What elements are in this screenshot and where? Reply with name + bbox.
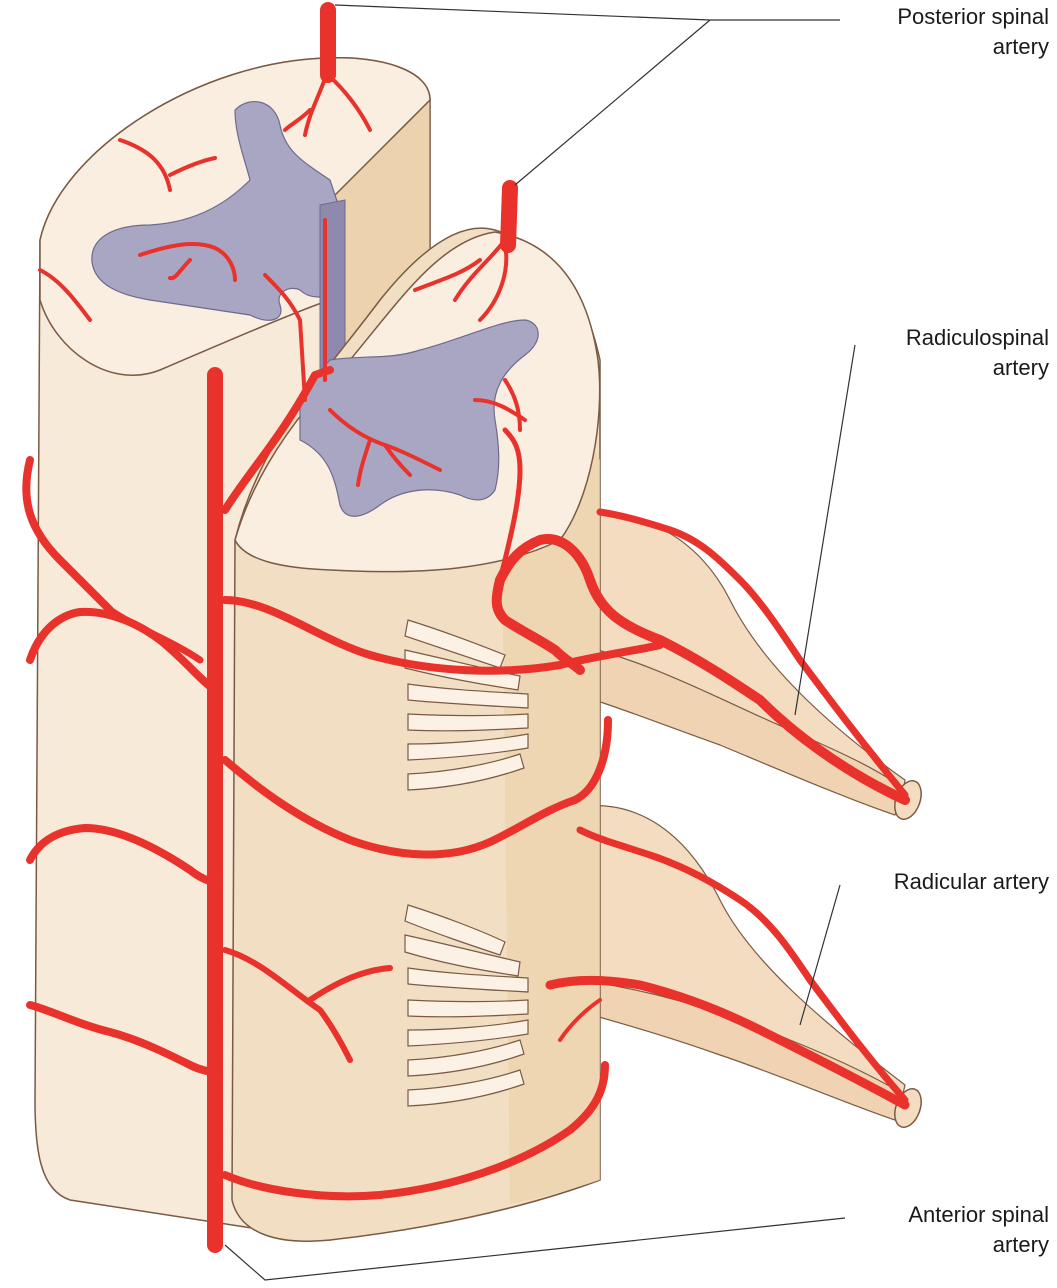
label-radicular-line1: Radicular artery	[894, 867, 1049, 897]
label-anterior-spinal-artery: Anterior spinal artery	[908, 1200, 1049, 1260]
label-radiculospinal-line2: artery	[906, 353, 1049, 383]
posterior-spinal-artery-right	[508, 188, 510, 245]
label-radiculospinal-line1: Radiculospinal	[906, 323, 1049, 353]
upper-nerve-roots	[560, 515, 926, 823]
label-radicular-artery: Radicular artery	[894, 867, 1049, 897]
label-posterior-spinal-line2: artery	[897, 32, 1049, 62]
radicular-leader	[800, 885, 840, 1025]
label-anterior-spinal-line2: artery	[908, 1230, 1049, 1260]
radiculospinal-leader	[795, 345, 855, 715]
label-anterior-spinal-line1: Anterior spinal	[908, 1200, 1049, 1230]
label-posterior-spinal-line1: Posterior spinal	[897, 2, 1049, 32]
label-posterior-spinal-artery: Posterior spinal artery	[897, 2, 1049, 62]
label-radiculospinal-artery: Radiculospinal artery	[906, 323, 1049, 383]
